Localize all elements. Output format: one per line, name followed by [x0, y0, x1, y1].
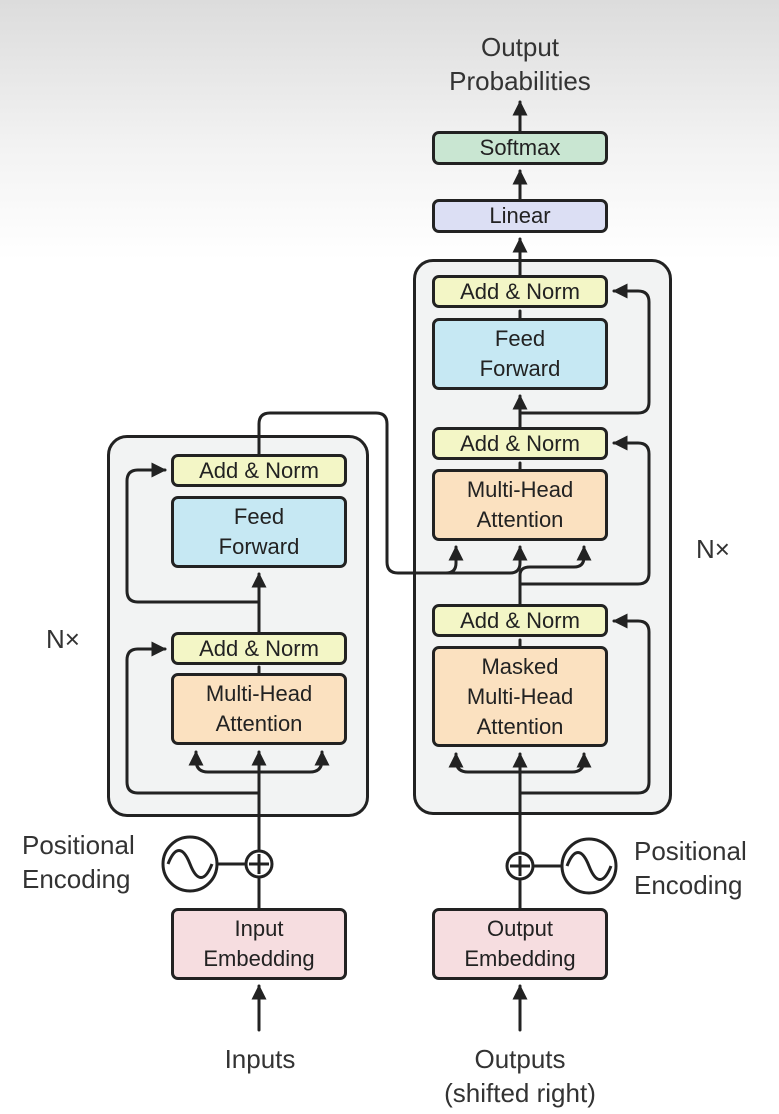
decoder-cross-attention: Multi-Head Attention	[432, 469, 608, 541]
decoder-feed-forward: Feed Forward	[432, 318, 608, 390]
encoder-add-icon	[244, 849, 274, 879]
decoder-positional-wave-icon	[560, 837, 618, 895]
encoder-attention: Multi-Head Attention	[171, 673, 347, 745]
encoder-add-norm-top: Add & Norm	[171, 454, 347, 487]
decoder-add-norm-bottom: Add & Norm	[432, 604, 608, 637]
linear-block: Linear	[432, 199, 608, 233]
decoder-repeat-label: N×	[696, 534, 730, 564]
inputs-label: Inputs	[224, 1044, 296, 1074]
outputs-label: Outputs (shifted right)	[444, 1044, 596, 1108]
decoder-masked-attention: Masked Multi-Head Attention	[432, 646, 608, 747]
input-embedding-block: Input Embedding	[171, 908, 347, 980]
encoder-add-norm-bottom: Add & Norm	[171, 632, 347, 665]
encoder-feed-forward: Feed Forward	[171, 496, 347, 568]
encoder-positional-wave-icon	[161, 835, 219, 893]
encoder-positional-encoding-label: Positional Encoding	[22, 830, 135, 894]
decoder-add-norm-mid: Add & Norm	[432, 427, 608, 460]
output-probabilities-label: Output Probabilities	[449, 32, 591, 96]
decoder-add-norm-top: Add & Norm	[432, 275, 608, 308]
output-embedding-block: Output Embedding	[432, 908, 608, 980]
softmax-block: Softmax	[432, 131, 608, 165]
encoder-stack	[107, 435, 369, 817]
decoder-add-icon	[505, 851, 535, 881]
decoder-positional-encoding-label: Positional Encoding	[634, 836, 747, 900]
encoder-repeat-label: N×	[46, 624, 80, 654]
